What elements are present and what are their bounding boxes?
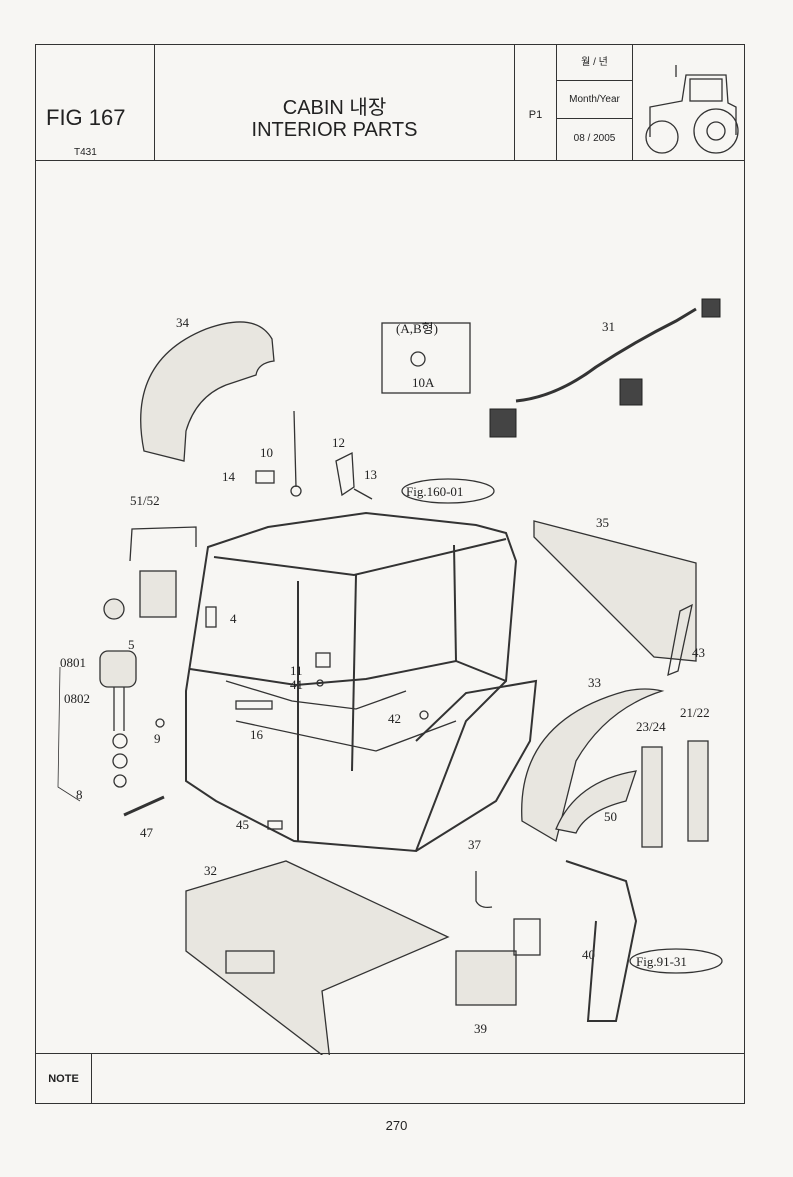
callout-37: 37: [468, 837, 482, 852]
callout-14: 14: [222, 469, 236, 484]
callout-50: 50: [604, 809, 617, 824]
mount-0801: [99, 650, 137, 688]
bracket-12: [335, 451, 355, 497]
latch-37: [475, 871, 493, 909]
model-code: T431: [74, 147, 97, 158]
antenna-part: [293, 410, 297, 488]
date-cell: 월 / 년 Month/Year 08 / 2005: [557, 45, 633, 160]
seal-50: [555, 770, 637, 834]
callout-12: 12: [332, 435, 345, 450]
harness-connector-c: [701, 298, 721, 318]
cabin-frame: [185, 511, 538, 853]
callout-8: 8: [76, 787, 83, 802]
strip-21-22: [687, 740, 709, 842]
page-number: 270: [385, 1118, 408, 1133]
callout-35: 35: [596, 515, 609, 530]
harness-connector-a: [489, 408, 517, 438]
wiring-harness: [515, 307, 697, 403]
callout-5: 5: [128, 637, 135, 652]
variant-label: (A,B형): [396, 321, 438, 336]
title-english: INTERIOR PARTS: [251, 119, 418, 141]
fig-number: FIG 167: [46, 105, 126, 130]
rear-panel-35: [533, 520, 697, 662]
headliner-part: [140, 321, 275, 462]
callout-13: 13: [364, 467, 377, 482]
callout-21-22: 21/22: [680, 705, 710, 720]
callout-51-52: 51/52: [130, 493, 160, 508]
fig-cell: FIG 167 T431: [36, 45, 155, 160]
mirror-5: [139, 570, 177, 618]
callout-10a: 10A: [412, 375, 435, 390]
callout-39: 39: [474, 1021, 487, 1036]
callout-41: 41: [290, 677, 303, 692]
ref-fig-91: Fig.91-31: [636, 954, 687, 969]
page-code-cell: P1: [515, 45, 557, 160]
month-year-label: Month/Year: [557, 81, 632, 119]
reservoir-39: [455, 950, 517, 1006]
callout-23-24: 23/24: [636, 719, 666, 734]
grab-handle: [129, 526, 197, 562]
date-value: 08 / 2005: [573, 133, 616, 144]
callout-34: 34: [176, 315, 190, 330]
variant-box: [381, 322, 471, 394]
callout-10: 10: [260, 445, 273, 460]
page-code: P1: [528, 109, 543, 121]
month-year-korean: 월 / 년: [557, 45, 632, 81]
mount-bracket: [565, 860, 638, 1022]
callout-40: 40: [582, 947, 595, 962]
ref-fig-160: Fig.160-01: [406, 484, 463, 499]
spring-47: [123, 795, 165, 817]
callout-47: 47: [140, 825, 154, 840]
exploded-parts-drawing: 34 (A,B형) 10A 31 10 12 14 13 Fig.160-01 …: [57, 298, 723, 1055]
callout-45: 45: [236, 817, 249, 832]
callout-4: 4: [230, 611, 237, 626]
floor-mat-32: [185, 860, 450, 1055]
fender-liner-33: [521, 688, 665, 843]
ref-ellipse-2: [629, 948, 723, 974]
grommet-10a: [410, 351, 426, 367]
callout-32: 32: [204, 863, 217, 878]
callout-9: 9: [154, 731, 161, 746]
header-block: FIG 167 T431 CABIN 내장 INTERIOR PARTS P1 …: [36, 45, 744, 161]
spring-0802: [113, 687, 125, 731]
trim-43: [667, 603, 693, 677]
callout-11: 11: [290, 663, 303, 678]
title-korean: CABIN 내장: [282, 97, 387, 119]
callout-33: 33: [588, 675, 601, 690]
strip-23-24: [641, 746, 663, 848]
parts-sheet: FIG 167 T431 CABIN 내장 INTERIOR PARTS P1 …: [35, 44, 745, 1104]
bolt-14: [255, 470, 275, 484]
callout-42: 42: [388, 711, 401, 726]
harness-connector-b: [619, 378, 643, 406]
callout-0801: 0801: [60, 655, 86, 670]
note-row: NOTE: [36, 1053, 744, 1103]
title-cell: CABIN 내장 INTERIOR PARTS: [155, 45, 515, 160]
note-label: NOTE: [36, 1054, 92, 1103]
tractor-icon: [645, 65, 739, 154]
callout-43: 43: [692, 645, 705, 660]
callout-31: 31: [602, 319, 615, 334]
callout-16: 16: [250, 727, 264, 742]
ref-ellipse-1: [401, 478, 495, 504]
callout-0802: 0802: [64, 691, 90, 706]
